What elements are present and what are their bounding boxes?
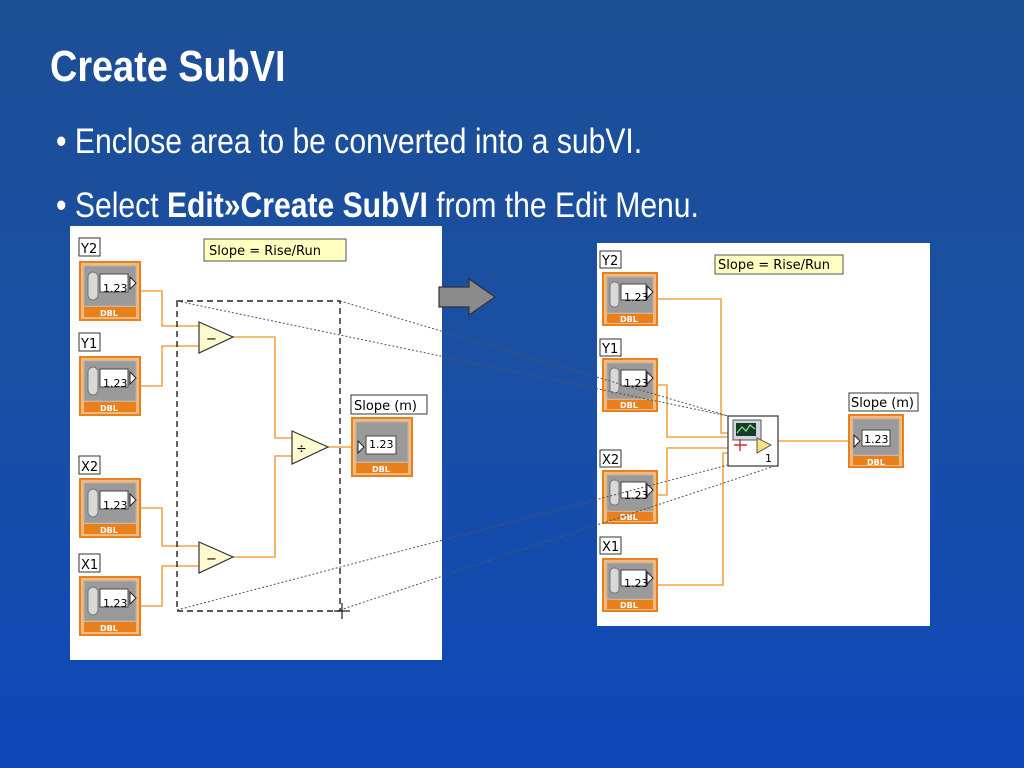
comment-text: Slope = Rise/Run bbox=[718, 258, 830, 273]
bullet-text: Enclose area to be converted into a subV… bbox=[74, 122, 643, 161]
control-value-x1: 1.23 bbox=[103, 597, 128, 610]
control-type-x1: DBL bbox=[100, 624, 118, 633]
comment-box bbox=[203, 238, 347, 262]
control-type-x1: DBL bbox=[620, 601, 638, 610]
control-type-y2: DBL bbox=[620, 315, 638, 324]
control-type-y1: DBL bbox=[620, 401, 638, 410]
control-label-y1: Y1 bbox=[601, 342, 618, 357]
block-diagram-after-canvas: Slope = Rise/Run Y2 1.23 DBL Y1 1.23 DBL… bbox=[599, 250, 919, 612]
control-label-x1: X1 bbox=[81, 558, 98, 573]
comment-box bbox=[714, 254, 844, 275]
subvi-icon bbox=[734, 439, 747, 451]
divide-node bbox=[291, 430, 330, 465]
control-label-y2: Y2 bbox=[80, 242, 97, 257]
control-value-y2: 1.23 bbox=[103, 282, 128, 295]
control-label-x2: X2 bbox=[81, 460, 98, 475]
arrow-right-icon bbox=[438, 277, 497, 317]
block-diagram-before: Slope = Rise/Run Y2 1.23 DBL Y1 1.23 DBL… bbox=[70, 226, 442, 660]
indicator-label-slope: Slope (m) bbox=[851, 396, 914, 411]
subvi-node[interactable]: 1 bbox=[727, 415, 779, 467]
bullet-text-prefix: Select bbox=[74, 186, 167, 225]
control-value-x2: 1.23 bbox=[103, 499, 128, 512]
control-label-x1: X1 bbox=[602, 540, 619, 555]
control-label-y1: Y1 bbox=[80, 337, 97, 352]
control-label-x2: X2 bbox=[602, 453, 619, 468]
indicator-value-slope: 1.23 bbox=[864, 433, 889, 446]
control-type-x2: DBL bbox=[620, 513, 638, 522]
indicator-type-slope: DBL bbox=[867, 458, 885, 467]
indicator-type-slope: DBL bbox=[372, 465, 390, 474]
control-type-y2: DBL bbox=[100, 309, 118, 318]
control-label-y2: Y2 bbox=[601, 254, 618, 269]
block-diagram-after: Slope = Rise/Run Y2 1.23 DBL Y1 1.23 DBL… bbox=[597, 243, 930, 626]
bullet-select-menu: • Select Edit»Create SubVI from the Edit… bbox=[56, 186, 699, 226]
comment-text: Slope = Rise/Run bbox=[209, 244, 321, 259]
control-value-y1: 1.23 bbox=[103, 377, 128, 390]
control-value-x1: 1.23 bbox=[624, 577, 649, 590]
subtract-symbol-bottom: − bbox=[206, 552, 217, 567]
bullet-text-suffix: from the Edit Menu. bbox=[427, 186, 699, 225]
bullet-enclose-area: • Enclose area to be converted into a su… bbox=[56, 122, 642, 162]
bullet-marker: • bbox=[56, 122, 67, 161]
divide-symbol: ÷ bbox=[296, 442, 307, 457]
subtract-symbol-top: − bbox=[206, 332, 217, 347]
control-type-y1: DBL bbox=[100, 404, 118, 413]
bullet-marker: • bbox=[56, 186, 67, 225]
numeric-indicator-slope bbox=[848, 414, 904, 468]
indicator-value-slope: 1.23 bbox=[369, 438, 394, 451]
control-value-y2: 1.23 bbox=[624, 291, 649, 304]
subvi-number: 1 bbox=[765, 452, 772, 465]
control-value-y1: 1.23 bbox=[624, 377, 649, 390]
control-value-x2: 1.23 bbox=[624, 489, 649, 502]
indicator-label-slope: Slope (m) bbox=[354, 399, 417, 414]
crosshair-cursor bbox=[334, 603, 350, 619]
block-diagram-before-canvas: Slope = Rise/Run Y2 1.23 DBL Y1 1.23 DBL… bbox=[78, 237, 428, 636]
control-type-x2: DBL bbox=[100, 526, 118, 535]
menu-path: Edit»Create SubVI bbox=[166, 186, 428, 225]
slide-title: Create SubVI bbox=[50, 42, 286, 91]
